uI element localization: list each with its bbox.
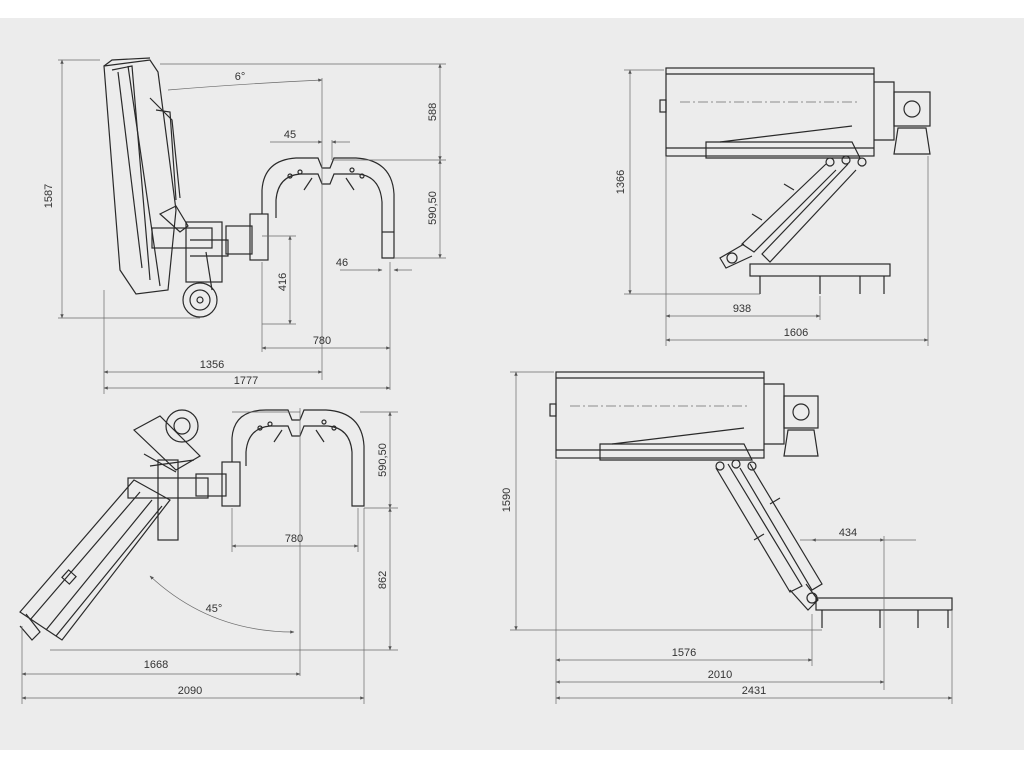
view-side-folded-labels: 1587 6° 588 45 590,50 46 416 780 1356 17… <box>43 71 439 387</box>
dim-1576: 1576 <box>672 647 696 659</box>
view-side-45deg <box>19 409 365 641</box>
dim-1606: 1606 <box>784 327 808 339</box>
dim-1590: 1590 <box>501 488 513 512</box>
view-rear-retracted <box>659 67 931 294</box>
view-side-45deg-labels: 590,50 780 862 45° 1668 2090 <box>144 443 389 697</box>
view-side-45deg-dims <box>21 408 398 704</box>
dim-6deg: 6° <box>235 71 246 83</box>
dim-434: 434 <box>839 527 857 539</box>
view-rear-extended-labels: 1590 434 1576 2010 2431 <box>501 488 857 697</box>
dim-2090: 2090 <box>178 685 202 697</box>
dim-862: 862 <box>377 571 389 589</box>
dim-1356: 1356 <box>200 359 224 371</box>
view-rear-extended-dims <box>510 371 953 704</box>
dim-590-50-top: 590,50 <box>427 191 439 225</box>
paper-background <box>0 18 1024 750</box>
view-rear-retracted-dims <box>624 69 929 346</box>
view-side-folded-dims <box>58 59 446 394</box>
dim-45deg: 45° <box>206 603 223 615</box>
dim-1777: 1777 <box>234 375 258 387</box>
dim-780-top: 780 <box>313 335 331 347</box>
dim-780-bottom: 780 <box>285 533 303 545</box>
dim-46: 46 <box>336 257 348 269</box>
dim-1366: 1366 <box>615 170 627 194</box>
view-rear-extended <box>549 371 953 628</box>
dim-416: 416 <box>277 273 289 291</box>
dim-1587: 1587 <box>43 184 55 208</box>
dim-588: 588 <box>427 103 439 121</box>
dim-2431: 2431 <box>742 685 766 697</box>
dim-45: 45 <box>284 129 296 141</box>
dim-938: 938 <box>733 303 751 315</box>
dim-2010: 2010 <box>708 669 732 681</box>
dim-590-50-bottom: 590,50 <box>377 443 389 477</box>
dim-1668: 1668 <box>144 659 168 671</box>
view-rear-retracted-labels: 1366 938 1606 <box>615 170 808 339</box>
